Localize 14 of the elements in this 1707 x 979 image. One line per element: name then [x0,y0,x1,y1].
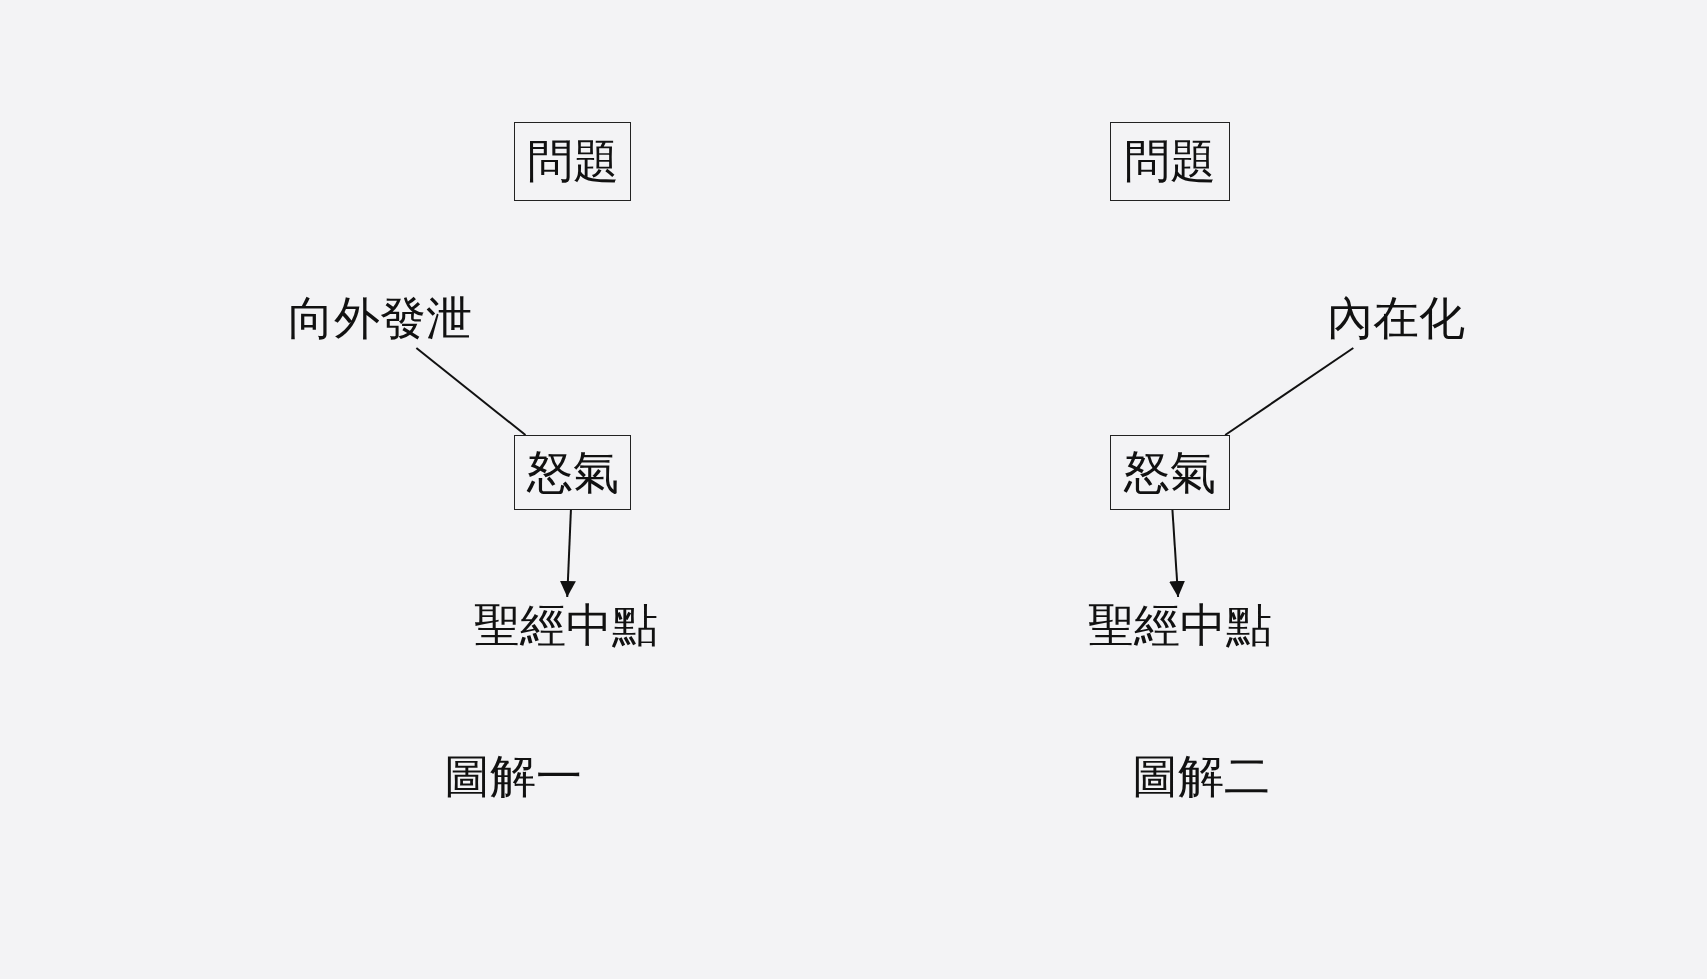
text-label: 內在化 [1306,290,1486,348]
figure-caption: 圖解二 [1132,748,1270,805]
text-box: 怒氣 [1110,435,1230,510]
text-box: 問題 [1110,122,1230,201]
text-label: 向外發泄 [262,290,498,348]
connector-line [1224,347,1355,436]
arrow [1169,509,1186,598]
connector-line [415,347,527,436]
text-box: 怒氣 [514,435,631,510]
figure-caption: 圖解一 [444,748,582,805]
text-box: 問題 [514,122,631,201]
text-label: 聖經中點 [448,597,684,655]
text-label: 聖經中點 [1062,597,1298,655]
arrow [559,509,576,598]
